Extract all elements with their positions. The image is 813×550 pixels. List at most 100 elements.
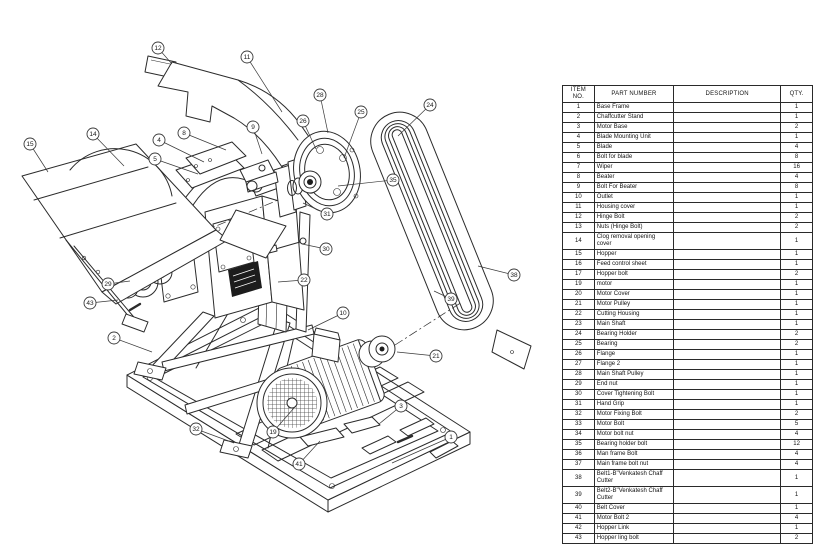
callout-balloon — [336, 306, 350, 320]
part-number-cell: Hand Grip — [593, 399, 675, 410]
callout-balloon — [292, 457, 306, 471]
part-number-cell: Flange — [593, 349, 675, 360]
description-cell — [673, 279, 782, 290]
callout-balloon — [444, 292, 458, 306]
belt-cover-shape — [370, 111, 532, 370]
qty-cell: 4 — [780, 429, 813, 440]
part-number-cell: Hopper ling bolt — [593, 533, 675, 544]
callout-number: 39 — [447, 296, 455, 303]
callout-number: 26 — [299, 118, 307, 125]
callout-leader — [154, 158, 199, 175]
description-cell — [673, 329, 782, 340]
description-cell — [673, 399, 782, 410]
description-cell — [673, 429, 782, 440]
callout-balloon — [507, 268, 521, 282]
callout-leader — [391, 436, 452, 464]
callout-number: 35 — [389, 177, 397, 184]
callout-number: 9 — [251, 124, 255, 131]
main-shaft-pulley-shape — [245, 130, 361, 218]
callout-number: 32 — [192, 426, 200, 433]
item-no-cell: 2 — [562, 112, 595, 123]
item-no-cell: 14 — [562, 232, 595, 250]
callout-number: 43 — [86, 300, 94, 307]
callout-leader — [183, 132, 227, 151]
description-cell — [673, 212, 782, 223]
part-number-cell: Bolt for blade — [593, 152, 675, 163]
qty-cell: 2 — [780, 269, 813, 280]
qty-cell: 1 — [780, 309, 813, 320]
qty-cell: 1 — [780, 349, 813, 360]
callout-number: 24 — [426, 102, 434, 109]
item-no-cell: 36 — [562, 449, 595, 460]
qty-cell: 2 — [780, 409, 813, 420]
callout-number: 19 — [269, 429, 277, 436]
qty-cell: 1 — [780, 299, 813, 310]
qty-cell: 1 — [780, 486, 813, 504]
callout-number: 25 — [357, 109, 365, 116]
description-cell — [673, 419, 782, 430]
part-number-cell: Cover Tightening Bolt — [593, 389, 675, 400]
qty-cell: 1 — [780, 132, 813, 143]
callout-leader — [343, 111, 362, 159]
qty-cell: 2 — [780, 533, 813, 544]
callout-balloon — [246, 120, 260, 134]
parts-table-header: ITEM NO. PART NUMBER DESCRIPTION QTY. — [562, 85, 813, 103]
callout-number: 4 — [157, 137, 161, 144]
callout-balloon — [240, 50, 254, 64]
item-no-cell: 16 — [562, 259, 595, 270]
item-no-cell: 23 — [562, 319, 595, 330]
description-cell — [673, 523, 782, 534]
part-number-cell: Nuts (Hinge Bolt) — [593, 222, 675, 233]
part-number-cell: Flange 2 — [593, 359, 675, 370]
qty-cell: 8 — [780, 182, 813, 193]
description-cell — [673, 142, 782, 153]
callout-number: 22 — [300, 277, 308, 284]
qty-cell: 12 — [780, 439, 813, 450]
part-number-cell: Belt Cover — [593, 503, 675, 514]
qty-cell: 1 — [780, 399, 813, 410]
qty-cell: 1 — [780, 469, 813, 487]
qty-cell: 1 — [780, 259, 813, 270]
callout-balloon — [83, 296, 97, 310]
qty-cell: 5 — [780, 419, 813, 430]
description-cell — [673, 469, 782, 487]
callout-balloon — [266, 425, 280, 439]
callout-number: 8 — [182, 130, 186, 137]
description-cell — [673, 389, 782, 400]
description-cell — [673, 379, 782, 390]
callout-number: 28 — [316, 92, 324, 99]
qty-cell: 8 — [780, 152, 813, 163]
callout-number: 11 — [244, 54, 251, 61]
item-no-cell: 3 — [562, 122, 595, 133]
item-no-cell: 13 — [562, 222, 595, 233]
item-no-cell: 4 — [562, 132, 595, 143]
qty-cell: 1 — [780, 389, 813, 400]
part-number-cell: Beater — [593, 172, 675, 183]
description-cell — [673, 349, 782, 360]
item-no-cell: 19 — [562, 279, 595, 290]
part-number-cell: End nut — [593, 379, 675, 390]
callout-number: 31 — [323, 211, 331, 218]
description-cell — [673, 232, 782, 250]
callout-leader — [397, 104, 431, 137]
item-no-cell: 5 — [562, 142, 595, 153]
callout-balloon — [444, 430, 458, 444]
description-cell — [673, 222, 782, 233]
qty-cell: 1 — [780, 279, 813, 290]
description-cell — [673, 369, 782, 380]
